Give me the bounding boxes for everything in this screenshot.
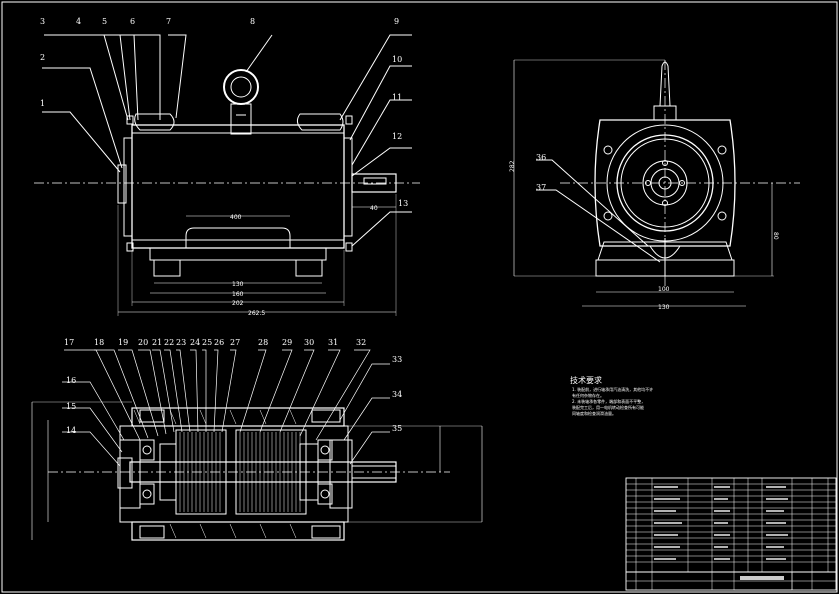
balloon: 1 (40, 99, 45, 108)
balloon: 19 (118, 338, 128, 347)
balloon: 29 (282, 338, 292, 347)
note-line: 装配完工后，用一电机转动检查所有可能 (572, 404, 644, 410)
dim-label: 130 (232, 281, 244, 288)
front-view-balloons: 1 2 3 4 5 6 7 8 9 10 11 12 13 400 130 16… (40, 17, 408, 317)
balloon: 17 (64, 338, 74, 347)
dim-label: 40 (370, 205, 378, 212)
balloon: 6 (130, 17, 135, 26)
side-view-labels: 36 37 282 80 100 130 (509, 153, 779, 311)
notes-title: 技术要求 (570, 375, 602, 385)
balloon: 7 (166, 17, 171, 26)
balloon: 28 (258, 338, 268, 347)
side-view (513, 59, 800, 307)
balloon: 3 (40, 17, 45, 26)
balloon: 26 (214, 338, 224, 347)
dim-label: 262.5 (248, 310, 265, 317)
note-line: 有任何杂物存在。 (572, 392, 604, 398)
dim-label: 100 (658, 286, 670, 293)
balloon: 12 (392, 132, 402, 141)
note-line: 同轴度和检查润滑油量。 (572, 410, 616, 416)
title-block (625, 477, 837, 591)
balloon: 5 (102, 17, 107, 26)
balloon: 21 (152, 338, 162, 347)
technical-notes: 技术要求 1. 装配前，进行轴承用汽油清洗，其他均不许 有任何杂物存在。 2. … (570, 375, 653, 416)
balloon: 8 (250, 17, 255, 26)
balloon: 20 (138, 338, 148, 347)
balloon: 13 (398, 199, 408, 208)
title-block-text (654, 486, 788, 580)
balloon: 32 (356, 338, 366, 347)
balloon: 27 (230, 338, 240, 347)
balloon: 10 (392, 55, 402, 64)
balloon: 35 (392, 424, 402, 433)
balloon: 34 (392, 390, 402, 399)
balloon: 36 (536, 153, 546, 162)
note-line: 2. 未装轴承各零件，端部和表面不平整， (572, 398, 645, 404)
balloon: 14 (66, 426, 76, 435)
balloon: 2 (40, 53, 45, 62)
section-view (31, 401, 483, 541)
balloon: 22 (164, 338, 174, 347)
balloon: 23 (176, 338, 186, 347)
dim-label: 282 (509, 160, 516, 172)
dim-label: 160 (232, 291, 244, 298)
dim-label: 80 (772, 232, 779, 240)
balloon: 9 (394, 17, 399, 26)
balloon: 15 (66, 402, 76, 411)
balloon: 37 (536, 183, 546, 192)
balloon: 33 (392, 355, 402, 364)
balloon: 11 (392, 93, 402, 102)
balloon: 30 (304, 338, 314, 347)
note-line: 1. 装配前，进行轴承用汽油清洗，其他均不许 (572, 386, 653, 392)
dim-label: 400 (230, 214, 242, 221)
balloon: 18 (94, 338, 104, 347)
balloon: 16 (66, 376, 76, 385)
dim-label: 130 (658, 304, 670, 311)
section-hatching (133, 409, 301, 539)
balloon: 31 (328, 338, 338, 347)
section-view-balloons: 14 15 16 17 18 19 20 21 22 23 24 25 26 2… (64, 338, 402, 435)
dim-label: 202 (232, 300, 244, 307)
balloon: 4 (76, 17, 81, 26)
balloon: 24 (190, 338, 200, 347)
section-leaders (62, 349, 390, 467)
balloon: 25 (202, 338, 212, 347)
front-view (34, 34, 420, 316)
